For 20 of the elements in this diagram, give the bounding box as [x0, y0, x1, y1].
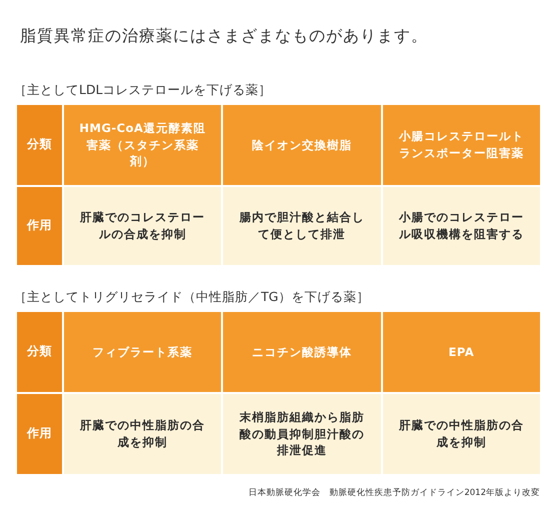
table-cell: 小腸でのコレステロール吸収機構を阻害する — [382, 187, 540, 265]
row-header-cell: 分類 — [17, 312, 62, 392]
table-cell: 腸内で胆汁酸と結合して便として排泄 — [223, 187, 381, 265]
table-cell: 肝臓での中性脂肪の合成を抑制 — [64, 394, 222, 474]
title: 脂質異常症の治療薬にはさまざまなものがあります。 — [20, 26, 428, 47]
table-cell: 肝臓での中性脂肪の合成を抑制 — [382, 394, 540, 474]
source-note: 日本動脈硬化学会 動脈硬化性疾患予防ガイドライン2012年版より改変 — [248, 487, 540, 499]
row-header-cell: 作用 — [17, 187, 62, 265]
column-header-cell: フィブラート系薬 — [64, 312, 222, 392]
section-heading: ［主としてトリグリセライド（中性脂肪／TG）を下げる薬］ — [14, 289, 370, 306]
column-header-cell: 小腸コレステロールトランスポーター阻害薬 — [382, 105, 540, 185]
column-header-cell: HMG-CoA還元酵素阻害薬（スタチン系薬剤） — [64, 105, 222, 185]
row-header-cell: 分類 — [17, 105, 62, 185]
column-header-cell: ニコチン酸誘導体 — [223, 312, 381, 392]
section-heading: ［主としてLDLコレステロールを下げる薬］ — [14, 82, 272, 99]
table-cell: 末梢脂肪組織から脂肪酸の動員抑制胆汁酸の排泄促進 — [223, 394, 381, 474]
table-cell: 肝臓でのコレステロールの合成を抑制 — [64, 187, 222, 265]
column-header-cell: 陰イオン交換樹脂 — [223, 105, 381, 185]
column-header-cell: EPA — [382, 312, 540, 392]
row-header-cell: 作用 — [17, 394, 62, 474]
